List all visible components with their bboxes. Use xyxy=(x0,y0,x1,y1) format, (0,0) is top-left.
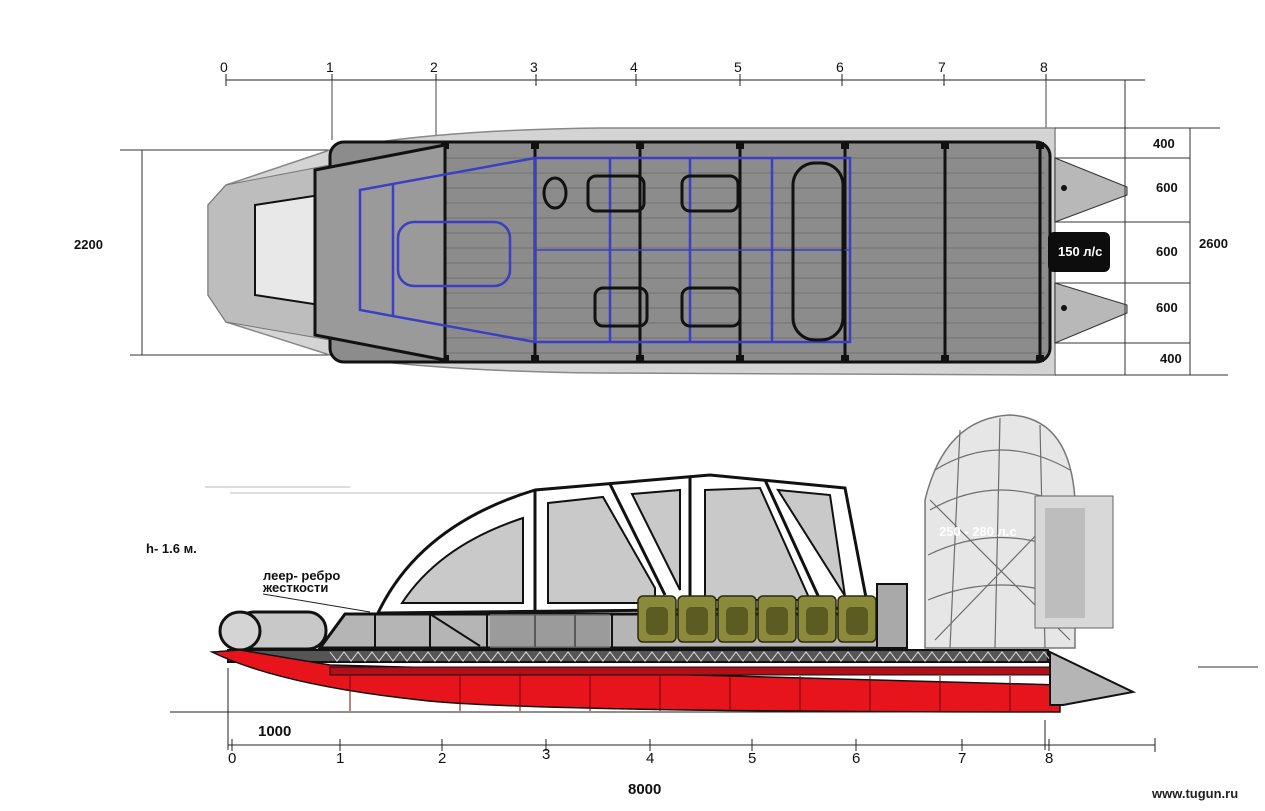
bottom-ruler-tick-label: 4 xyxy=(646,750,654,767)
width-dimension: 2200 xyxy=(74,149,330,356)
side-engine-label: 250 - 280 л.с xyxy=(939,524,1017,539)
bottom-ruler: 0 1 2 3 4 5 6 7 8 1000 8000 xyxy=(170,668,1156,798)
ruler-tick-label: 6 xyxy=(836,59,844,75)
hull-red-band xyxy=(329,666,1061,676)
segment-label: 1000 xyxy=(258,723,291,740)
rail-label-line1: леер- ребро xyxy=(263,568,340,583)
bottom-ruler-tick-label: 2 xyxy=(438,750,446,767)
watermark: www.tugun.ru xyxy=(1151,786,1238,801)
top-engine-label: 150 л/с xyxy=(1058,244,1102,259)
svg-text:600: 600 xyxy=(1156,244,1178,259)
bottom-ruler-tick-label: 3 xyxy=(542,746,550,763)
stern-sponsons: 150 л/с xyxy=(1048,157,1128,344)
bottom-ruler-tick-label: 1 xyxy=(336,750,344,767)
svg-text:400: 400 xyxy=(1160,351,1182,366)
deck-hatches xyxy=(542,161,845,342)
bottom-ruler-tick-label: 7 xyxy=(958,750,966,767)
bottom-ruler-tick-label: 6 xyxy=(852,750,860,767)
seat-outlines xyxy=(358,156,852,344)
ruler-tick-label: 2 xyxy=(430,59,438,75)
propeller-cage: 250 - 280 л.с xyxy=(924,414,1114,649)
svg-text:600: 600 xyxy=(1156,180,1178,195)
overall-width-label: 2600 xyxy=(1199,236,1228,251)
stern-sponson-side xyxy=(1049,650,1137,706)
bottom-ruler-tick-label: 5 xyxy=(748,750,756,767)
ruler-tick-label: 0 xyxy=(220,59,228,75)
ruler-tick-label: 1 xyxy=(326,59,334,75)
bow-inner xyxy=(254,193,321,307)
top-ruler: 0 1 2 3 4 5 6 7 8 xyxy=(220,59,1145,140)
ruler-tick-label: 7 xyxy=(938,59,946,75)
ruler-tick-label: 5 xyxy=(734,59,742,75)
width-label: 2200 xyxy=(74,237,103,252)
hull-segments xyxy=(349,676,1011,711)
lattice-zigzag xyxy=(329,651,1059,662)
fuel-canisters xyxy=(637,595,877,643)
ruler-tick-label: 3 xyxy=(530,59,538,75)
svg-text:400: 400 xyxy=(1153,136,1175,151)
bottom-ruler-tick-label: 0 xyxy=(228,750,236,767)
top-view: 0 1 2 3 4 5 6 7 8 2200 xyxy=(74,59,1228,376)
ruler-tick-label: 8 xyxy=(1040,59,1048,75)
bottom-ruler-tick-label: 8 xyxy=(1045,750,1053,767)
right-dimension-labels: 400 600 600 600 400 2600 xyxy=(1153,136,1228,366)
svg-text:600: 600 xyxy=(1156,300,1178,315)
vent-box xyxy=(876,583,908,649)
ruler-tick-label: 4 xyxy=(630,59,638,75)
side-view: h- 1.6 м. леер- ребро жесткости xyxy=(146,414,1258,798)
rail-label-line2: жесткости xyxy=(262,580,328,595)
overall-length-label: 8000 xyxy=(628,781,661,798)
right-dimensions xyxy=(1055,80,1228,376)
bow-deck xyxy=(313,143,447,362)
cabin-pillars xyxy=(533,478,822,613)
height-label: h- 1.6 м. xyxy=(146,541,197,556)
